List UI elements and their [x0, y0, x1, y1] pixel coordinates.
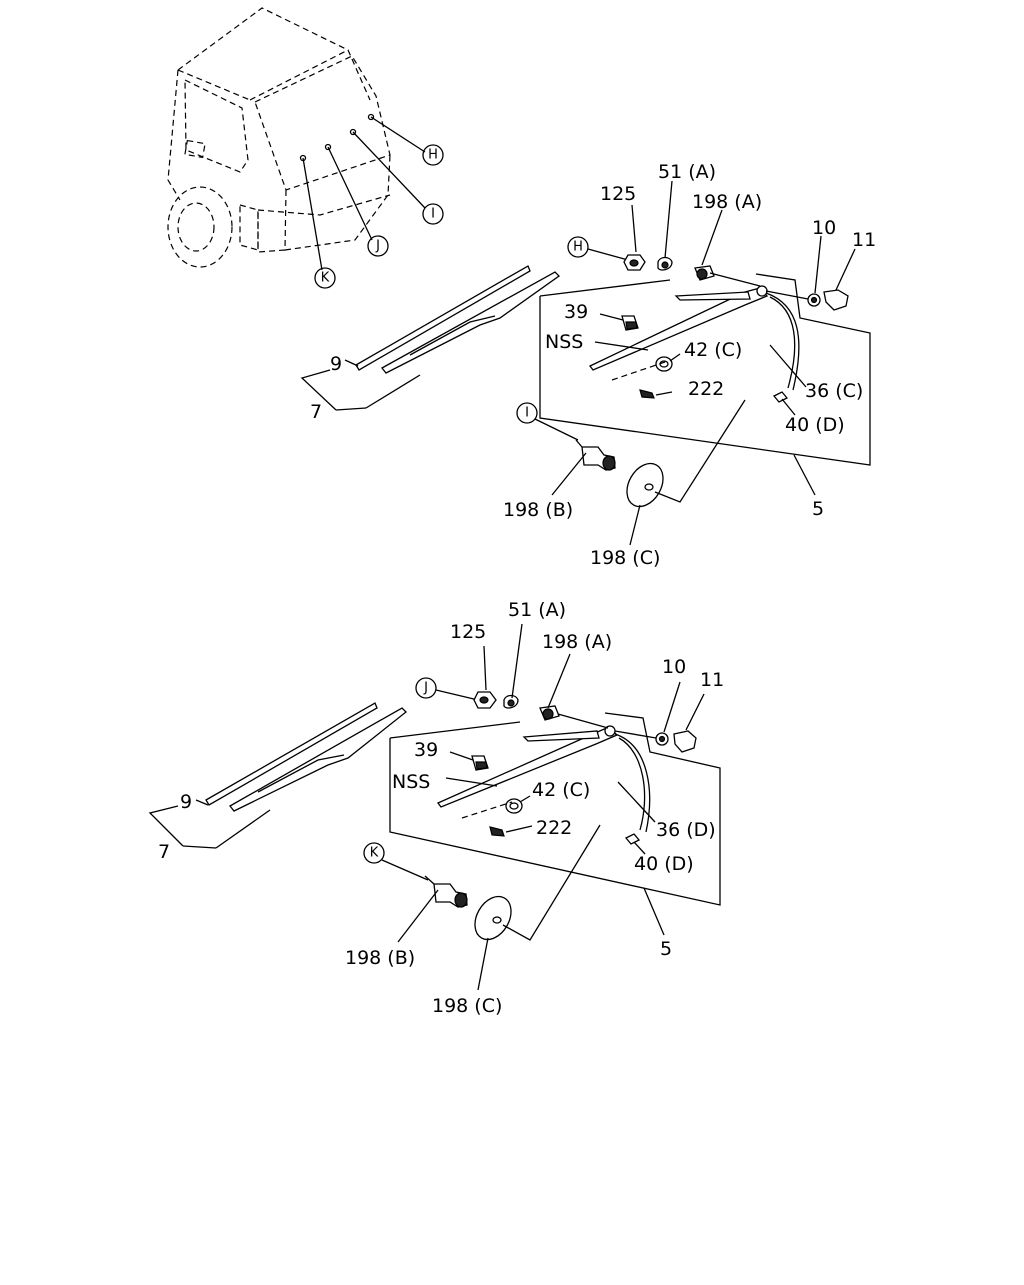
pivot-cover-washer: [626, 462, 664, 508]
label-nss: NSS: [545, 331, 583, 353]
label-42c: 42 (C): [532, 779, 590, 801]
label-125: 125: [600, 183, 636, 205]
label-198a: 198 (A): [692, 191, 762, 213]
lower-wiper-assembly: J K 125 51 (A) 198 (A) 10 11 39 NSS 42 (…: [148, 599, 724, 1017]
svg-text:I: I: [525, 406, 529, 421]
svg-text:H: H: [573, 240, 583, 255]
label-222: 222: [536, 817, 572, 839]
label-198c: 198 (C): [590, 547, 660, 569]
label-5: 5: [812, 498, 824, 520]
label-39: 39: [564, 301, 588, 323]
label-nss: NSS: [392, 771, 430, 793]
callout-J-lower: J: [415, 677, 437, 699]
svg-text:H: H: [428, 148, 438, 163]
svg-text:J: J: [375, 239, 380, 254]
label-5: 5: [660, 938, 672, 960]
label-125: 125: [450, 621, 486, 643]
svg-text:I: I: [431, 207, 435, 222]
label-222: 222: [688, 378, 724, 400]
svg-text:J: J: [423, 681, 428, 696]
callout-I-vehicle: I: [422, 203, 444, 225]
callout-K-lower: K: [363, 842, 385, 864]
svg-text:K: K: [370, 846, 379, 861]
label-198b: 198 (B): [503, 499, 573, 521]
wiper-blade-rubber: [205, 702, 378, 806]
label-10: 10: [812, 217, 836, 239]
svg-text:K: K: [321, 271, 330, 286]
label-36c: 36 (C): [805, 380, 863, 402]
callout-J-vehicle: J: [367, 235, 389, 257]
label-7: 7: [158, 841, 170, 863]
wiper-blade-rubber: [355, 265, 531, 371]
upper-wiper-assembly: H I 125 51 (A) 198 (A) 10 11 39 NSS 42 (…: [300, 161, 876, 569]
label-198a: 198 (A): [542, 631, 612, 653]
label-198b: 198 (B): [345, 947, 415, 969]
vehicle-rear-illustration: H I J K: [167, 7, 444, 289]
callout-I-upper: I: [516, 402, 538, 424]
callout-H-upper: H: [567, 236, 589, 258]
label-51a: 51 (A): [508, 599, 566, 621]
label-11: 11: [852, 229, 876, 251]
label-7: 7: [310, 401, 322, 423]
label-42c: 42 (C): [684, 339, 742, 361]
pivot-cover-washer: [474, 895, 512, 941]
label-39: 39: [414, 739, 438, 761]
label-11: 11: [700, 669, 724, 691]
callout-H-vehicle: H: [422, 144, 444, 166]
label-36d: 36 (D): [656, 819, 716, 841]
label-9: 9: [180, 791, 192, 813]
label-9: 9: [330, 353, 342, 375]
label-40d: 40 (D): [634, 853, 694, 875]
label-40d: 40 (D): [785, 414, 845, 436]
label-10: 10: [662, 656, 686, 678]
label-198c: 198 (C): [432, 995, 502, 1017]
label-51a: 51 (A): [658, 161, 716, 183]
callout-K-vehicle: K: [314, 267, 336, 289]
